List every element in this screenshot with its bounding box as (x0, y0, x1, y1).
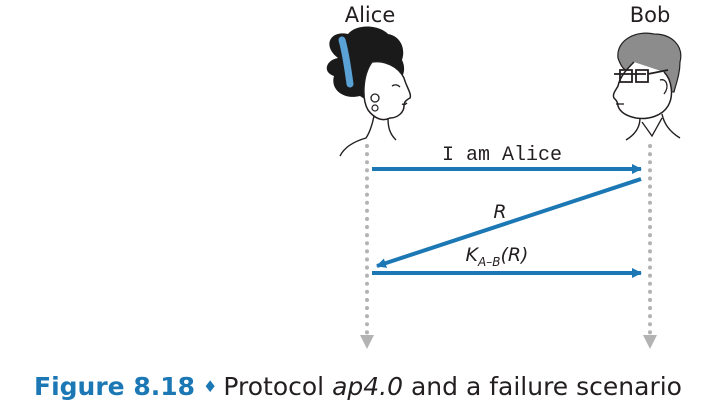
message-key-subscript: A–B (477, 255, 500, 269)
message-encrypted-nonce: KA–B(R) (466, 244, 529, 269)
alice-label: Alice (345, 3, 396, 27)
caption-text-before: Protocol (223, 372, 333, 401)
message-key-symbol: K (466, 244, 480, 266)
figure-caption: Figure 8.18 ♦ Protocol ap4.0 and a failure… (34, 372, 682, 401)
message-nonce-r: R (493, 201, 506, 223)
caption-separator: ♦ (203, 377, 218, 396)
caption-protocol-name: ap4.0 (332, 372, 404, 401)
bob-lifeline-end (643, 335, 657, 349)
arrow-bob-to-alice (376, 177, 642, 268)
message-i-am-alice: I am Alice (442, 144, 562, 167)
protocol-diagram: Alice Bob (326, 3, 682, 349)
alice-lifeline-end (360, 335, 374, 349)
bob-label: Bob (630, 3, 671, 27)
message-key-argument: (R) (500, 244, 528, 266)
alice-avatar (326, 26, 412, 157)
bob-avatar (612, 32, 682, 141)
caption-text-after: and a failure scenario (403, 372, 682, 401)
figure-number: Figure 8.18 (34, 372, 196, 401)
